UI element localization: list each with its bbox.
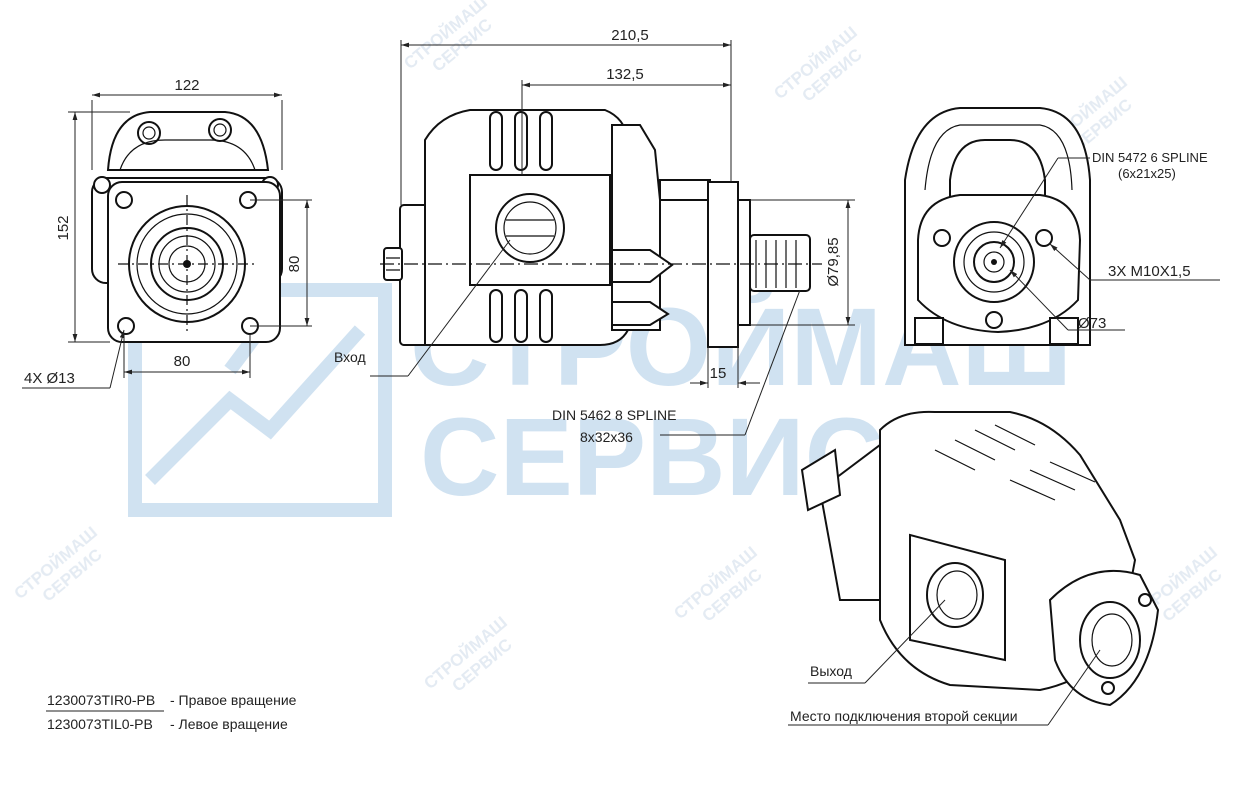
outlet-label: Выход bbox=[810, 663, 852, 679]
partial-length: 132,5 bbox=[606, 66, 644, 83]
spline-line1: DIN 5462 8 SPLINE bbox=[552, 407, 677, 423]
bolt-spacing-vertical: 80 bbox=[286, 256, 303, 273]
pitch-diameter: Ø73 bbox=[1078, 315, 1106, 332]
rear-view bbox=[904, 107, 1091, 346]
legend-desc-right: - Правое вращение bbox=[170, 692, 297, 708]
width-dimension: 122 bbox=[174, 77, 199, 94]
pilot-diameter: Ø79,85 bbox=[825, 237, 842, 286]
height-dimension: 152 bbox=[55, 215, 72, 240]
second-section-label: Место подключения второй секции bbox=[790, 708, 1018, 724]
iso-view bbox=[800, 410, 1160, 707]
legend: 1230073TIR0-PB - Правое вращение 1230073… bbox=[46, 692, 297, 732]
inlet-label: Вход bbox=[334, 349, 366, 365]
thread-callout: 3X M10X1,5 bbox=[1108, 263, 1191, 280]
bolt-spacing-horizontal: 80 bbox=[174, 353, 191, 370]
overall-length: 210,5 bbox=[611, 27, 649, 44]
rear-dimensions: DIN 5472 6 SPLINE (6x21x25) 3X M10X1,5 Ø… bbox=[999, 150, 1220, 332]
iso-labels: Выход Место подключения второй секции bbox=[788, 599, 1101, 726]
spline-line2: 8x32x36 bbox=[580, 429, 633, 445]
legend-code-left: 1230073TIL0-PB bbox=[47, 716, 153, 732]
front-view bbox=[91, 111, 283, 343]
legend-code-right: 1230073TIR0-PB bbox=[47, 692, 155, 708]
front-dimensions: 122 152 80 80 4X Ø13 bbox=[22, 77, 312, 389]
rear-spline-line1: DIN 5472 6 SPLINE bbox=[1092, 150, 1208, 165]
legend-desc-left: - Левое вращение bbox=[170, 716, 288, 732]
flange-thickness: 15 bbox=[710, 365, 727, 382]
rear-spline-line2: (6x21x25) bbox=[1118, 166, 1176, 181]
side-dimensions: 210,5 132,5 15 Ø79,85 Вход DIN 5462 8 SP… bbox=[334, 27, 855, 445]
holes-callout: 4X Ø13 bbox=[24, 370, 75, 387]
